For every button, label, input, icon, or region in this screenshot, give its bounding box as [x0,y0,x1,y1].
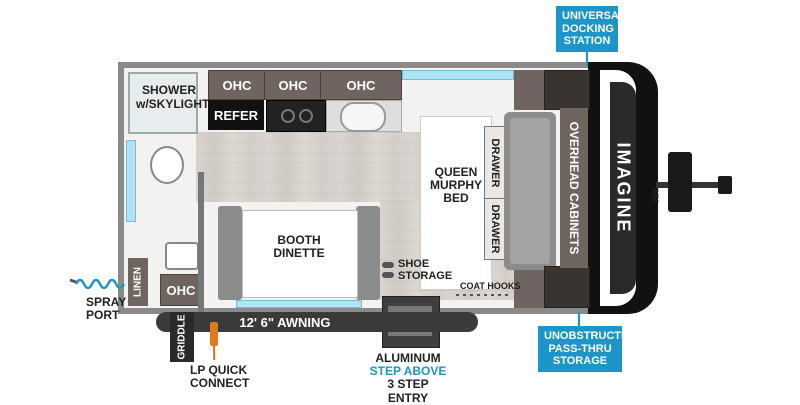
pass-thru-line-1: UNOBSTRUCTED [544,330,637,342]
docking-line-3: STATION [563,35,611,48]
spray-hose-icon [68,276,126,292]
shower-skylight-label: w/SKYLIGHT [136,97,210,111]
coat-hooks-label: COAT HOOKS [460,281,521,291]
linen-cabinet: LINEN [128,258,148,306]
burner-icon [299,109,313,123]
shoe-icon [382,262,394,268]
awning-text: 12' 6" AWNING [239,315,331,330]
pass-thru-pointer [578,312,580,326]
shoe-line-1: SHOE [398,258,430,270]
dinette-bench-left [218,206,242,300]
dinette-bench-right [356,206,380,300]
ohc-bath: OHC [160,274,202,306]
docking-line-1: UNIVERSAL [562,10,626,22]
lp-connector-icon [210,322,218,346]
dinette-line-1: BOOTH [277,233,321,247]
booth-dinette-label: BOOTH DINETTE [252,233,346,261]
entry-step-tread [388,330,432,336]
step-line-1: ALUMINUM [375,351,441,365]
aim-logo-text: AIM [650,187,660,203]
pass-thru-line-2: PASS-THRU [548,342,612,355]
front-cap-inner [610,82,636,294]
ohc-3: OHC [320,70,402,100]
imagine-logo: IMAGINE [603,128,643,248]
bath-wall [198,172,204,312]
pass-thru-line-3: STORAGE [552,355,608,368]
spray-port-label: SPRAY PORT [86,295,127,323]
imagine-logo-text: IMAGINE [613,142,634,234]
front-window [402,70,514,80]
lp-quick-connect-label: LP QUICK CONNECT [190,363,250,391]
stove [266,100,326,132]
bed-line-2: MURPHY [429,178,482,193]
lp-line-2: CONNECT [190,376,250,391]
universal-docking-station-label: UNIVERSAL DOCKING STATION [556,6,626,52]
awning [156,312,478,332]
drawer-top: DRAWER [484,126,506,200]
corner-wardrobe-bottom [544,266,590,308]
griddle: GRIDDLE [170,312,194,362]
kitchen-sink [340,102,386,132]
step-line-3: 3 STEP ENTRY [387,377,429,405]
shower-glass [126,140,136,222]
jack [668,152,692,212]
ohc-1: OHC [208,70,266,100]
refer-label: REFER [213,107,259,123]
burner-icon [281,109,295,123]
awning-label: 12' 6" AWNING [200,314,370,332]
lp-connector-line [213,346,215,360]
sofa-seat [510,118,550,264]
step-line-2: STEP ABOVE [369,364,447,379]
toilet [150,146,184,184]
bath-sink [165,242,199,270]
overhead-cabinets-label: OVERHEAD CABINETS [567,121,581,255]
step-entry-label: ALUMINUM STEP ABOVE 3 STEP ENTRY [368,351,448,405]
griddle-label: GRIDDLE [176,314,188,360]
refrigerator: REFER [208,100,264,130]
spray-hose-svg [69,278,126,290]
dinette-line-2: DINETTE [273,246,325,261]
drawer-bottom-label: DRAWER [489,204,501,254]
ohc-2: OHC [264,70,322,100]
docking-pointer [586,52,588,66]
pass-thru-storage-label: UNOBSTRUCTED PASS-THRU STORAGE [538,326,637,372]
hitch-coupler [718,176,732,194]
overhead-cabinets: OVERHEAD CABINETS [560,108,588,268]
corner-wardrobe-top [544,70,590,110]
queen-murphy-bed-label: QUEEN MURPHY BED [426,165,486,206]
shoe-storage-label: SHOE STORAGE [398,258,452,282]
docking-line-2: DOCKING [562,22,614,35]
dinette-table [242,210,358,298]
dinette-window [236,300,362,308]
spray-line-1: SPRAY [86,295,127,309]
entry-step-tread [388,306,432,312]
linen-label: LINEN [132,267,144,297]
bed-line-3: BED [443,191,469,206]
shower-label: SHOWER [142,83,196,97]
shoe-icon [382,272,394,278]
spray-line-2: PORT [86,308,120,323]
bed-line-1: QUEEN [434,165,478,179]
drawer-bottom: DRAWER [484,198,506,260]
lp-line-1: LP QUICK [190,363,248,377]
shower: SHOWER w/SKYLIGHT [128,72,209,134]
drawer-top-label: DRAWER [489,138,501,188]
shoe-line-2: STORAGE [398,270,453,283]
coat-hooks-bar [456,294,512,296]
